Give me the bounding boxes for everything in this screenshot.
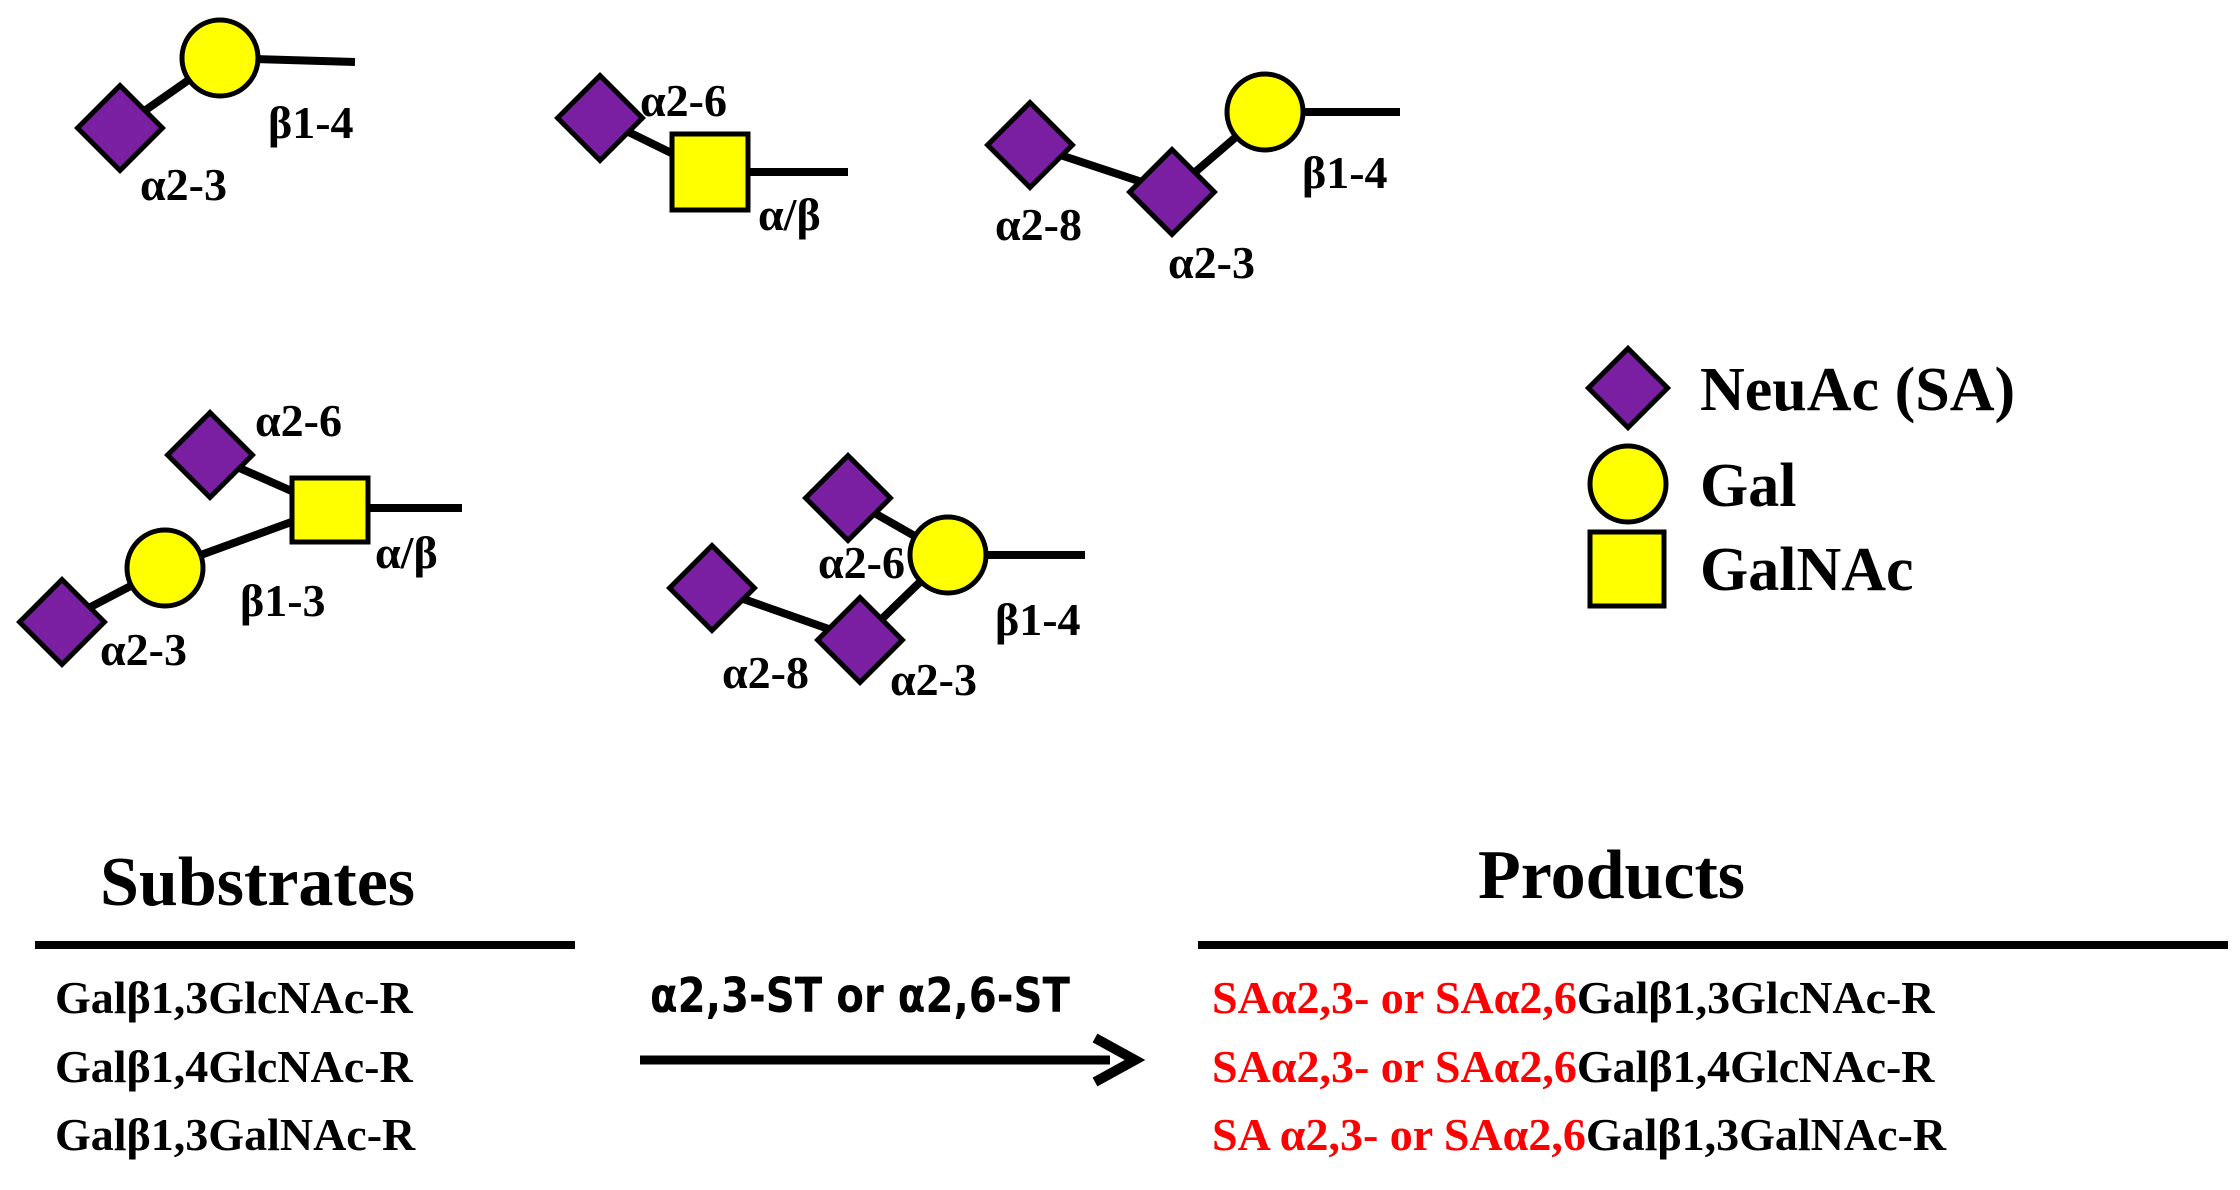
product-suffix: Galβ1,3GalNAc-R	[1586, 1109, 1947, 1160]
product-item: SAα2,3- or SAα2,6Galβ1,3GlcNAc-R	[1212, 972, 1935, 1023]
legend-label-galnac: GalNAc	[1700, 536, 1914, 604]
product-item: SAα2,3- or SAα2,6Galβ1,4GlcNAc-R	[1212, 1041, 1935, 1092]
product-suffix: Galβ1,4GlcNAc-R	[1577, 1041, 1935, 1092]
legend-label-neuac: NeuAc (SA)	[1700, 356, 2015, 424]
gal-circle	[124, 527, 206, 609]
glycan-structure-4: α2-6 α/β β1-3 α2-3	[16, 395, 462, 675]
substrate-item: Galβ1,3GalNAc-R	[55, 1109, 416, 1160]
neuac-diamond	[802, 452, 894, 544]
neuac-diamond	[1126, 146, 1218, 238]
neuac-legend-icon	[1584, 344, 1672, 432]
neuac-diamond	[164, 409, 256, 501]
glycan-structure-2: α2-6 α/β	[554, 72, 848, 240]
gal-circle	[179, 17, 261, 99]
linkage-label: α2-3	[1168, 237, 1255, 288]
product-item: SA α2,3- or SAα2,6Galβ1,3GalNAc-R	[1212, 1109, 1947, 1160]
linkage-label: α2-3	[100, 624, 187, 675]
substrate-item: Galβ1,3GlcNAc-R	[55, 972, 413, 1023]
glycan-structure-5: α2-6 β1-4 α2-8 α2-3	[666, 452, 1085, 705]
galnac-square	[669, 131, 751, 213]
enzyme-label: α2,3-ST or α2,6-ST	[650, 968, 1070, 1024]
gal-circle	[907, 514, 989, 596]
products-title: Products	[1478, 837, 1745, 914]
neuac-diamond	[74, 82, 166, 174]
galnac-square	[289, 475, 371, 545]
product-suffix: Galβ1,3GlcNAc-R	[1577, 972, 1935, 1023]
substrates-title: Substrates	[100, 844, 415, 921]
linkage-label: β1-4	[995, 594, 1081, 645]
linkage-label: β1-3	[240, 575, 326, 626]
linkage-label: α2-6	[255, 395, 342, 446]
legend-label-gal: Gal	[1700, 452, 1796, 520]
symbol-legend: NeuAc (SA) Gal GalNAc	[1584, 344, 2015, 609]
linkage-label: α2-8	[722, 647, 809, 698]
linkage-label: α2-3	[890, 654, 977, 705]
substrate-item: Galβ1,4GlcNAc-R	[55, 1041, 413, 1092]
galnac-legend-icon	[1587, 529, 1667, 609]
neuac-diamond	[814, 594, 906, 686]
neuac-diamond	[554, 72, 646, 164]
glycan-structure-1: α2-3 β1-4	[74, 17, 356, 210]
reaction-scheme: Substrates Products Galβ1,3GlcNAc-R Galβ…	[35, 837, 2228, 1160]
linkage-label: β1-4	[268, 97, 354, 148]
gal-legend-icon	[1587, 443, 1669, 525]
product-prefix: SA α2,3- or SAα2,6	[1212, 1109, 1586, 1160]
neuac-diamond	[666, 542, 758, 634]
linkage-label: α2-6	[640, 75, 727, 126]
product-prefix: SAα2,3- or SAα2,6	[1212, 972, 1577, 1023]
glycan-structure-3: α2-8 α2-3 β1-4	[984, 71, 1400, 288]
linkage-label: α/β	[375, 527, 438, 578]
linkage-label: β1-4	[1302, 147, 1388, 198]
linkage-label: α2-6	[818, 537, 905, 588]
neuac-diamond	[984, 99, 1076, 191]
neuac-diamond	[16, 576, 108, 668]
gal-circle	[1224, 71, 1306, 153]
linkage-label: α/β	[758, 189, 821, 240]
reaction-arrow-head	[1092, 1033, 1146, 1087]
linkage-label: α2-8	[995, 199, 1082, 250]
linkage-label: α2-3	[140, 159, 227, 210]
product-prefix: SAα2,3- or SAα2,6	[1212, 1041, 1577, 1092]
